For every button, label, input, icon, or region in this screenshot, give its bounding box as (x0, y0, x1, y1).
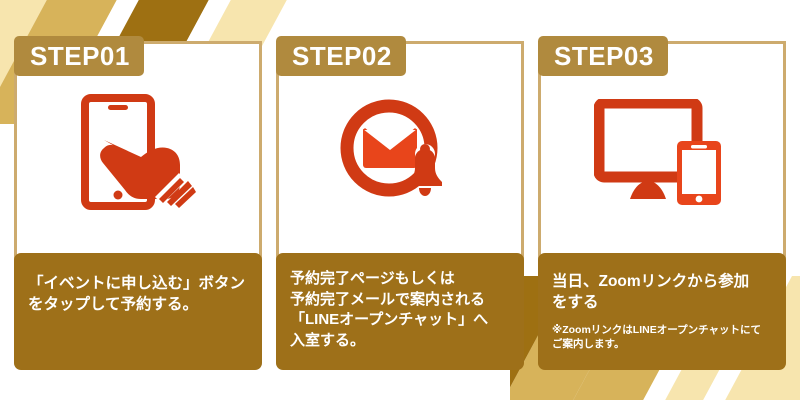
monitor-smartphone-icon (594, 99, 721, 205)
step-caption-3-note-line-2: ご案内します。 (552, 337, 625, 350)
step-caption-3-note: ※ZoomリンクはLINEオープンチャットにて ご案内します。 (552, 323, 774, 351)
step-caption-2-line-1: 予約完了ページもしくは (290, 270, 455, 287)
step-caption-2-line-4: 入室する。 (290, 332, 366, 350)
step-badge-3-label: STEP03 (554, 41, 654, 71)
step-card-3-icon-area (538, 41, 786, 263)
step-caption-1: 「イベントに申し込む」ボタン をタップして予約する。 (14, 253, 262, 370)
step-badge-1: STEP01 (14, 36, 144, 76)
step-card-2-icon-area (276, 41, 524, 263)
step-caption-1-line-2: をタップして予約する。 (28, 296, 199, 314)
step-caption-1-line-1: 「イベントに申し込む」ボタン (28, 275, 246, 292)
step-card-1-icon-area (14, 41, 262, 263)
step-caption-3-line-2: をする (552, 294, 599, 312)
step-caption-3-line-1: 当日、Zoomリンクから参加 (552, 273, 750, 290)
step-card-1: STEP01 「イベントに申し込む」ボタン をタップして予約する。 (14, 36, 262, 370)
step-caption-3: 当日、Zoomリンクから参加 をする ※ZoomリンクはLINEオープンチャット… (538, 253, 786, 370)
step-badge-2: STEP02 (276, 36, 406, 76)
mail-notification-icon (340, 99, 442, 197)
step-badge-3: STEP03 (538, 36, 668, 76)
step-badge-1-label: STEP01 (30, 41, 130, 71)
step-caption-2: 予約完了ページもしくは 予約完了メールで案内される 「LINEオープンチャット」… (276, 253, 524, 370)
step-card-3: STEP03 当日、Zoomリンクから参加 をする ※ZoomリンクはLINEオ… (538, 36, 786, 370)
step-caption-3-note-line-1: ※ZoomリンクはLINEオープンチャットにて (552, 323, 761, 336)
step-badge-2-label: STEP02 (292, 41, 392, 71)
step-caption-2-line-3: 「LINEオープンチャット」へ (290, 311, 489, 329)
step-caption-2-line-2: 予約完了メールで案内される (290, 290, 486, 308)
smartphone-tap-icon (81, 94, 196, 210)
step-card-2: STEP02 予約完了ページもしくは 予約完了メールで案内される 「LINEオー… (276, 36, 524, 370)
